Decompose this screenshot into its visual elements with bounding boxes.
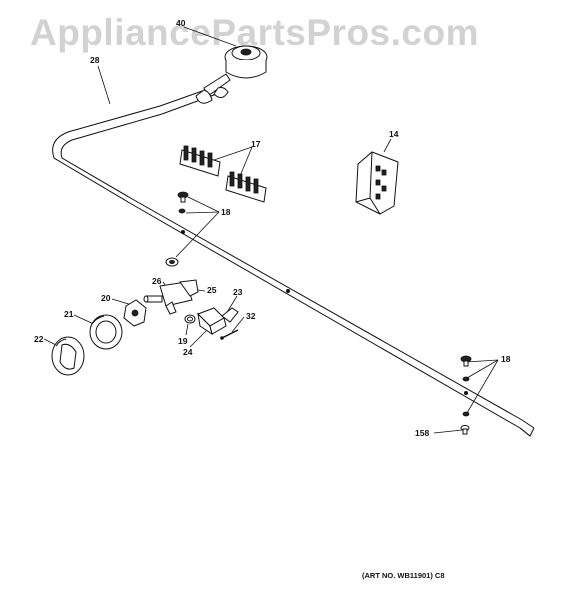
callout-28: 28 <box>90 55 100 65</box>
callout-25: 25 <box>207 285 217 295</box>
actuator-part-23 <box>221 307 239 323</box>
regulator-part-40 <box>195 45 268 104</box>
callout-18-lower: 18 <box>501 354 511 364</box>
valve-part-26 <box>143 257 199 315</box>
screws-part-18 <box>177 191 472 435</box>
screw-part-32 <box>220 329 239 340</box>
switch-part-24 <box>197 307 227 336</box>
callout-32: 32 <box>246 311 256 321</box>
callout-19: 19 <box>178 336 188 346</box>
callout-158: 158 <box>415 428 430 438</box>
bezel-part-20 <box>123 299 147 327</box>
o-ring-part-19 <box>184 314 196 324</box>
art-number: (ART NO. WB11901) C8 <box>362 571 445 580</box>
callout-26: 26 <box>152 276 162 286</box>
leader-lines <box>43 26 499 434</box>
callout-23: 23 <box>233 287 243 297</box>
callout-14: 14 <box>389 129 399 139</box>
watermark-text: AppliancePartsPros.com <box>30 12 479 53</box>
manifold-pipe <box>52 83 535 437</box>
callout-20: 20 <box>101 293 111 303</box>
callout-21: 21 <box>64 309 74 319</box>
ring-part-21 <box>89 314 123 350</box>
callout-18-upper: 18 <box>221 207 231 217</box>
knob-part-22 <box>51 336 85 376</box>
callout-17: 17 <box>251 139 261 149</box>
terminal-block-part-17 <box>179 145 267 203</box>
callout-40: 40 <box>176 18 186 28</box>
callout-24: 24 <box>183 347 193 357</box>
spark-module-part-14 <box>355 151 399 215</box>
callout-22: 22 <box>34 334 44 344</box>
